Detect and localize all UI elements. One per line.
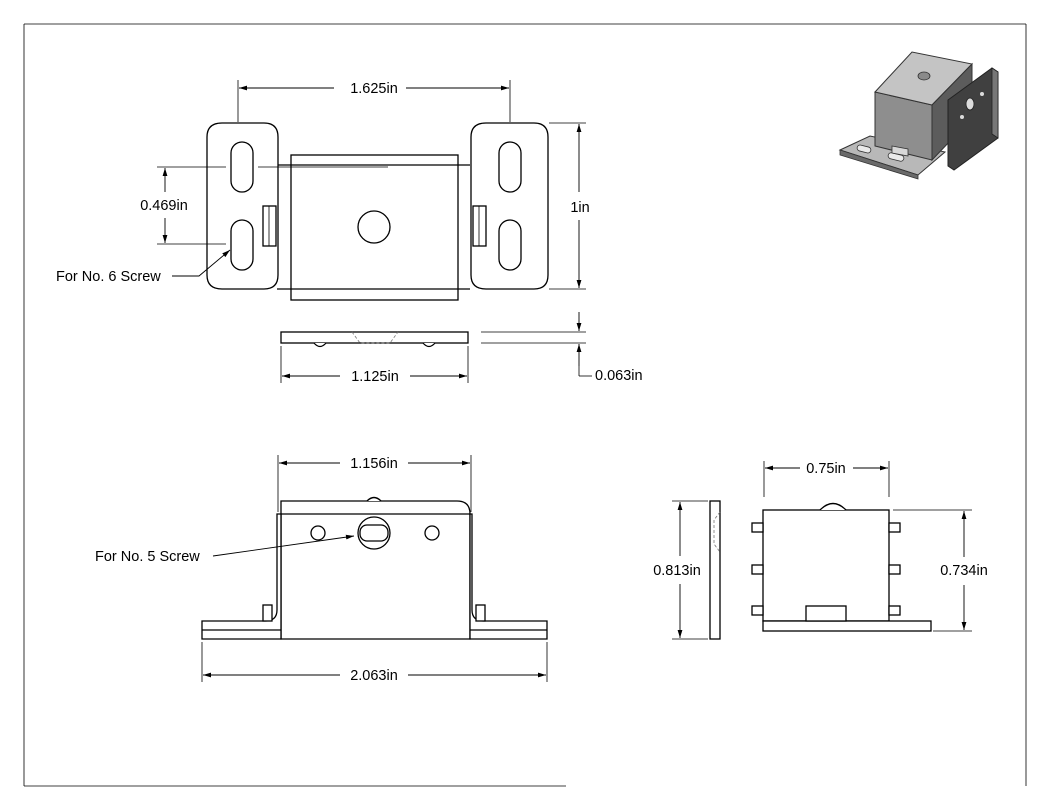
dim-label-height: 1in: [570, 200, 589, 216]
dim-label-side-width: 0.75in: [806, 461, 846, 477]
slot-right-upper: [498, 141, 522, 193]
slot-left-lower: [230, 219, 254, 271]
isometric-view: [838, 51, 999, 180]
front-hole-right: [424, 525, 440, 541]
dim-slot-spacing: 0.469in: [140, 166, 388, 245]
slot-right-lower: [498, 219, 522, 271]
dim-label-plate-width: 1.125in: [351, 369, 399, 385]
note-label-no5-screw: For No. 5 Screw: [95, 549, 200, 565]
top-view: [206, 122, 549, 301]
front-tab-right: [475, 604, 486, 622]
dim-height: 1in: [549, 122, 590, 290]
dim-side-width: 0.75in: [763, 461, 890, 497]
slot-left-upper: [230, 141, 254, 193]
note-no5-screw: For No. 5 Screw: [95, 534, 355, 565]
left-flange: [206, 122, 279, 290]
dim-front-top-width: 1.156in: [277, 455, 472, 512]
side-bottom-tab: [805, 605, 847, 622]
dim-label-side-height-left: 0.813in: [653, 563, 701, 579]
side-body: [762, 509, 890, 622]
center-hole: [357, 210, 391, 244]
dim-side-height-right: 0.734in: [893, 509, 988, 632]
right-flange: [470, 122, 549, 290]
edge-view: 0.063in 1.125in: [280, 312, 643, 385]
dim-label-front-top-width: 1.156in: [350, 456, 398, 472]
side-base: [762, 620, 932, 632]
note-no6-screw: For No. 6 Screw: [56, 249, 231, 285]
side-view: [709, 500, 932, 640]
dim-label-thickness: 0.063in: [595, 368, 643, 384]
note-label-no6-screw: For No. 6 Screw: [56, 269, 161, 285]
dim-front-overall-width: 2.063in: [201, 642, 548, 684]
edge-plate: [280, 331, 469, 344]
drawing-border: [23, 23, 1027, 787]
dim-side-height-left: 0.813in: [653, 500, 708, 640]
front-tab-left: [262, 604, 273, 622]
tab-left: [262, 205, 277, 247]
dim-label-side-height-right: 0.734in: [940, 563, 988, 579]
tab-right: [472, 205, 487, 247]
side-plate: [709, 500, 721, 640]
dim-label-front-overall-width: 2.063in: [350, 668, 398, 684]
front-view: [201, 496, 548, 640]
dim-top-width: 1.625in: [237, 80, 511, 122]
front-hole-left: [310, 525, 326, 541]
dim-label-top-width: 1.625in: [350, 81, 398, 97]
dim-label-slot-spacing: 0.469in: [140, 198, 188, 214]
